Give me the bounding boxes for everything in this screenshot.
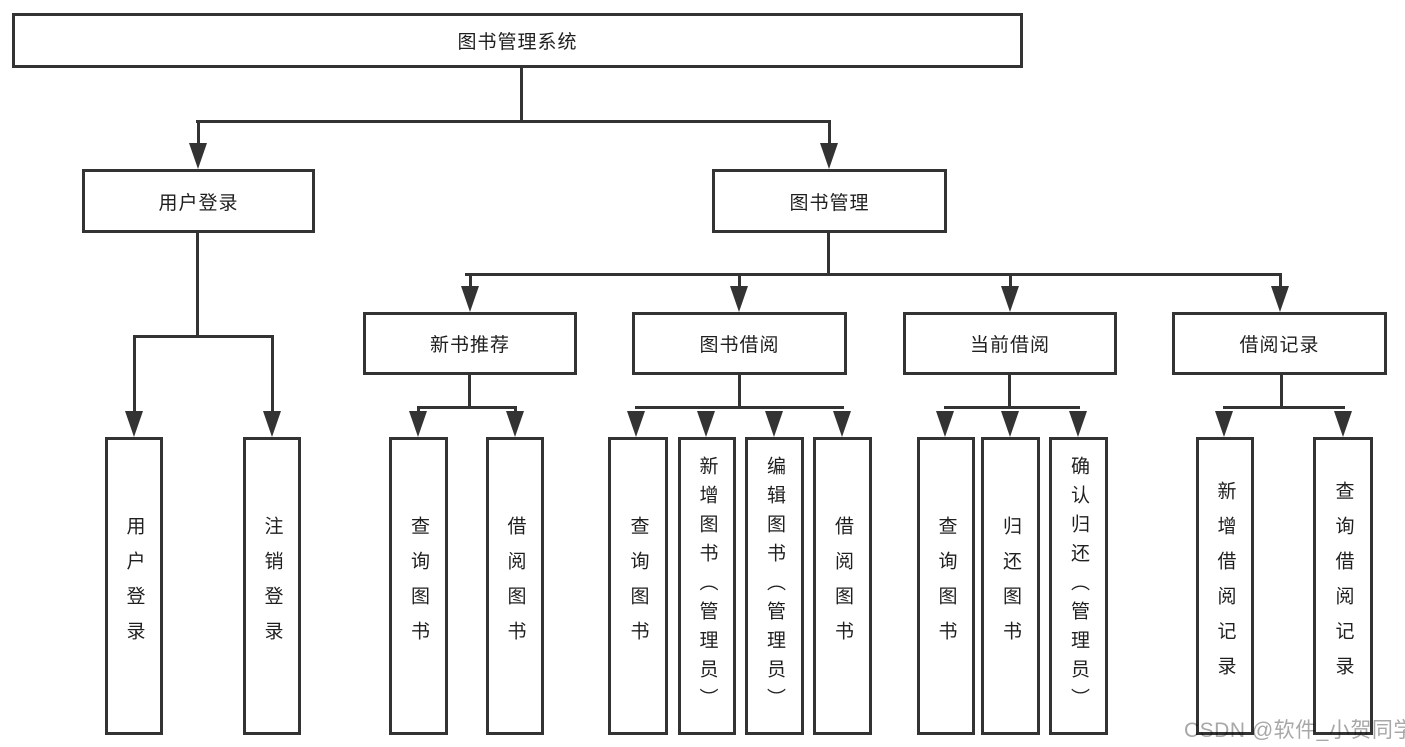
connector-line: [417, 406, 517, 409]
connector-line: [944, 406, 1080, 409]
node-label: 用户登录: [158, 192, 239, 214]
leaf-return-books: 归还图书: [981, 437, 1040, 735]
connector-line: [635, 406, 844, 409]
leaf-logout: 注销登录: [243, 437, 301, 735]
connector-line: [1009, 273, 1012, 289]
arrow-down-icon: [1271, 286, 1289, 312]
arrow-down-icon: [765, 411, 783, 437]
arrow-down-icon: [1001, 286, 1019, 312]
arrow-down-icon: [1001, 411, 1019, 437]
node-library-management-system: 图书管理系统: [12, 13, 1023, 68]
leaf-confirm-return-admin: 确认归还（管理员）: [1049, 437, 1108, 735]
watermark: CSDN @软件_小贺同学: [1184, 719, 1405, 742]
arrow-down-icon: [697, 411, 715, 437]
node-user-login: 用户登录: [82, 169, 315, 233]
node-label: 注销登录: [261, 516, 283, 656]
connector-line: [469, 273, 472, 289]
arrow-down-icon: [1215, 411, 1233, 437]
arrow-down-icon: [936, 411, 954, 437]
arrow-down-icon: [833, 411, 851, 437]
connector-line: [1008, 375, 1011, 409]
leaf-borrow-books-recommend: 借阅图书: [486, 437, 544, 735]
connector-line: [465, 273, 1281, 276]
arrow-down-icon: [820, 143, 838, 169]
leaf-add-books-admin: 新增图书（管理员）: [678, 437, 736, 735]
arrow-down-icon: [263, 411, 281, 437]
connector-line: [133, 335, 136, 415]
node-label: 借阅记录: [1239, 335, 1320, 356]
connector-line: [271, 335, 274, 415]
node-label: 借阅图书: [504, 516, 526, 656]
arrow-down-icon: [506, 411, 524, 437]
connector-line: [196, 120, 831, 123]
arrow-down-icon: [409, 411, 427, 437]
node-borrowing-records: 借阅记录: [1172, 312, 1387, 375]
arrow-down-icon: [461, 286, 479, 312]
node-label: 图书管理系统: [457, 32, 578, 53]
connector-line: [1279, 273, 1282, 289]
node-book-management: 图书管理: [712, 169, 947, 233]
node-label: 图书管理: [789, 192, 870, 214]
node-label: 查询图书: [408, 516, 429, 656]
connector-line: [417, 406, 420, 415]
node-label: 新书推荐: [429, 335, 510, 356]
arrow-down-icon: [125, 411, 143, 437]
node-book-borrowing: 图书借阅: [632, 312, 847, 375]
node-label: 查询借阅记录: [1332, 481, 1354, 691]
leaf-user-login: 用户登录: [105, 437, 163, 735]
node-label: 查询图书: [935, 516, 957, 656]
arrow-down-icon: [1334, 411, 1352, 437]
connector-line: [1223, 406, 1345, 409]
arrow-down-icon: [189, 143, 207, 169]
connector-line: [196, 233, 199, 338]
node-label: 当前借阅: [969, 335, 1050, 356]
node-new-book-recommendation: 新书推荐: [363, 312, 577, 375]
node-label: 归还图书: [1000, 516, 1021, 656]
arrow-down-icon: [730, 286, 748, 312]
leaf-add-borrow-record: 新增借阅记录: [1196, 437, 1254, 735]
connector-line: [738, 273, 741, 289]
connector-line: [514, 406, 517, 415]
node-label: 查询图书: [627, 516, 649, 656]
connector-line: [1280, 375, 1283, 409]
leaf-query-borrow-record: 查询借阅记录: [1313, 437, 1373, 735]
connector-line: [468, 375, 471, 409]
leaf-query-books-current: 查询图书: [917, 437, 975, 735]
leaf-query-books-borrow: 查询图书: [608, 437, 668, 735]
node-label: 新增图书（管理员）: [696, 455, 718, 717]
connector-line: [827, 233, 830, 276]
arrow-down-icon: [1069, 411, 1087, 437]
leaf-edit-books-admin: 编辑图书（管理员）: [745, 437, 804, 735]
connector-line: [520, 68, 523, 120]
node-label: 图书借阅: [699, 335, 780, 356]
node-current-borrowing: 当前借阅: [903, 312, 1117, 375]
connector-line: [738, 375, 741, 409]
node-label: 借阅图书: [832, 516, 853, 656]
leaf-query-books-recommend: 查询图书: [389, 437, 448, 735]
node-label: 新增借阅记录: [1214, 481, 1236, 691]
connector-line: [133, 335, 274, 338]
leaf-borrow-books: 借阅图书: [813, 437, 872, 735]
node-label: 确认归还（管理员）: [1068, 455, 1089, 717]
connector-line: [828, 120, 831, 147]
arrow-down-icon: [627, 411, 645, 437]
node-label: 编辑图书（管理员）: [764, 455, 785, 717]
node-label: 用户登录: [123, 516, 145, 656]
connector-line: [197, 120, 200, 147]
